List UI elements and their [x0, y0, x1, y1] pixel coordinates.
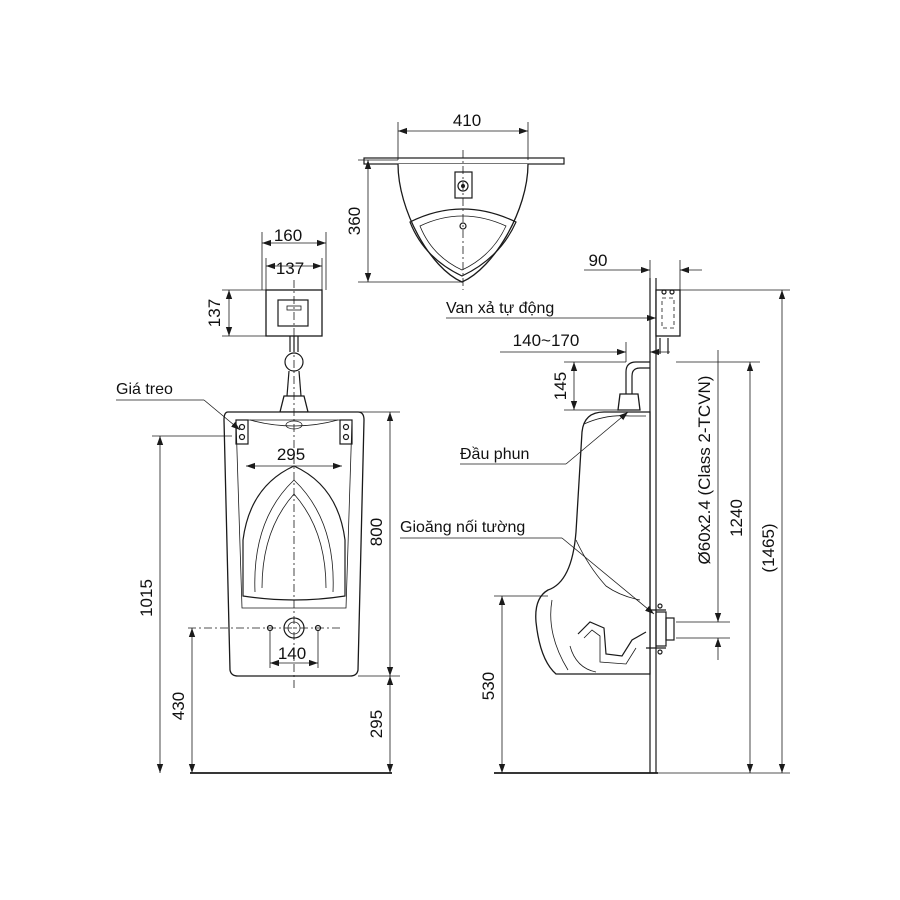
front-hanger-left	[235, 419, 249, 445]
side-valve-box	[655, 289, 681, 337]
side-bowl-outline	[535, 411, 651, 675]
dim-bowl-height: 800	[367, 518, 386, 546]
dim-spray-height: 145	[551, 372, 570, 400]
label-spray-head: Đầu phun	[460, 446, 529, 463]
dim-top-width: 410	[453, 111, 481, 130]
top-bowl-inner	[409, 208, 517, 277]
dim-side-drain-height: 530	[479, 672, 498, 700]
dim-valve-depth: 90	[589, 251, 608, 270]
top-valve-icon	[454, 171, 473, 199]
dim-valve-width-inner: 137	[276, 259, 304, 278]
front-bowl-inner	[242, 465, 346, 601]
side-view: 90 Van xả tự động 140~170 145 Đầu phun G…	[400, 251, 790, 774]
dim-valve-height: 137	[205, 299, 224, 327]
dim-bowl-inner-width: 295	[277, 445, 305, 464]
dim-top-depth: 360	[345, 207, 364, 235]
dim-side-height-1465: (1465)	[759, 523, 778, 572]
dim-floor-to-drain-front: 430	[169, 692, 188, 720]
side-spray-head	[617, 393, 641, 411]
dim-side-height-1240: 1240	[727, 499, 746, 537]
top-view: 410 360	[345, 111, 565, 290]
label-auto-valve: Van xả tự động	[446, 300, 554, 317]
dim-spray-offset: 140~170	[513, 331, 580, 350]
label-wall-gasket: Gioăng nối tường	[400, 519, 525, 536]
dim-valve-width-outer: 160	[274, 226, 302, 245]
side-wall-gasket	[655, 611, 667, 647]
dim-total-height-front: 1015	[137, 579, 156, 617]
front-hanger-right	[339, 419, 353, 445]
dim-drain-spacing: 140	[278, 644, 306, 663]
label-hanger: Giá treo	[116, 381, 173, 398]
side-trap-inner	[577, 621, 647, 657]
dim-pipe-spec: Ø60x2.4 (Class 2-TCVN)	[695, 376, 714, 565]
top-drain-icon	[459, 222, 467, 230]
top-wall-plate	[363, 157, 565, 165]
front-view: 160 137 137 295 800 295 1015 430 140	[116, 226, 400, 774]
dim-floor-to-bottom-front: 295	[367, 710, 386, 738]
